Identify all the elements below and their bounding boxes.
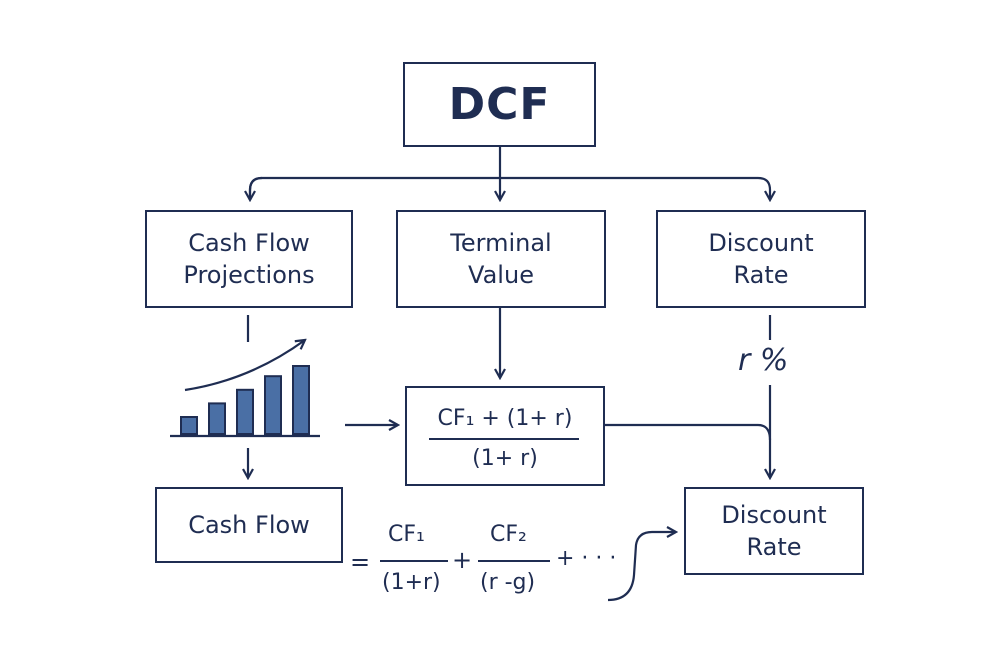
trend-arrow (184, 340, 305, 392)
equation-term1-numerator: CF₁ (388, 522, 425, 547)
chart-bar (292, 365, 310, 435)
dcf-root-box: DCF (403, 62, 596, 147)
connector-equation-to-discount (607, 532, 676, 602)
chart-bar (236, 388, 254, 435)
equation-term2-denominator: (r -g) (480, 570, 536, 595)
connector-dcf-left (250, 176, 263, 200)
formula-denominator: (1+ r) (472, 446, 538, 471)
equation-term1-line (380, 560, 448, 562)
discount-rate-result-line1: Discount (721, 501, 827, 529)
equation-term2-numerator: CF₂ (490, 522, 527, 547)
equation-term1-denominator: (1+r) (382, 570, 441, 595)
connector-formula-to-discount (605, 423, 772, 441)
connector-dcf-split (248, 176, 770, 200)
chart-bar (264, 375, 282, 436)
equation-term2-line (478, 560, 550, 562)
terminal-value-line2: Value (468, 261, 534, 289)
terminal-formula-box: CF₁ + (1+ r) (1+ r) (405, 386, 605, 486)
equation-plus2: + · · · (556, 546, 617, 571)
equation-plus1: + (452, 546, 473, 574)
rate-label: r % (738, 343, 789, 378)
discount-rate-line1: Discount (708, 229, 814, 257)
discount-rate-line2: Rate (733, 261, 789, 289)
chart-bar (180, 416, 198, 435)
discount-rate-box: Discount Rate (656, 210, 866, 308)
bar-group (180, 365, 310, 436)
cash-flow-projections-box: Cash Flow Projections (145, 210, 353, 308)
cash-flow-projections-line1: Cash Flow (188, 229, 310, 257)
chart-bar (208, 402, 226, 435)
discount-rate-result-line2: Rate (746, 533, 802, 561)
bar-chart-icon (170, 340, 320, 438)
equation-equals: = (350, 548, 371, 576)
dcf-title: DCF (448, 79, 551, 130)
cash-flow-projections-line2: Projections (183, 261, 315, 289)
terminal-value-line1: Terminal (450, 229, 552, 257)
discount-rate-result-box: Discount Rate (684, 487, 864, 575)
terminal-value-box: Terminal Value (396, 210, 606, 308)
cash-flow-box: Cash Flow (155, 487, 343, 563)
formula-numerator: CF₁ + (1+ r) (437, 406, 573, 431)
cash-flow-label: Cash Flow (188, 511, 310, 539)
formula-fraction-line (429, 438, 579, 440)
